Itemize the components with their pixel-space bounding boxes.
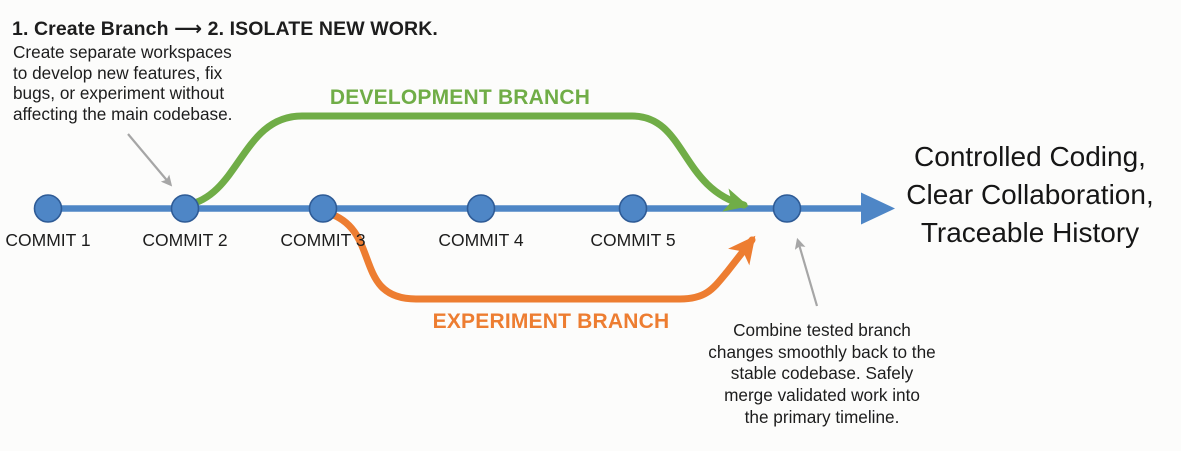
- commit-label-4: COMMIT 4: [438, 230, 524, 250]
- outcome-line: Controlled Coding,: [914, 141, 1146, 172]
- merge-annotation-line: changes smoothly back to the: [708, 341, 936, 362]
- outcome-line: Clear Collaboration,: [906, 179, 1154, 210]
- merge-annotation-line: the primary timeline.: [744, 406, 900, 427]
- outcome-text: Controlled Coding, Clear Collaboration, …: [882, 138, 1178, 252]
- outcome-line: Traceable History: [920, 217, 1140, 248]
- left-annotation-body-line: affecting the main codebase.: [13, 103, 233, 124]
- commit-node-2: [170, 194, 200, 223]
- commit-node-3: [308, 194, 338, 223]
- merge-node: [772, 194, 802, 223]
- left-annotation-body: Create separate workspaces to develop ne…: [13, 42, 232, 124]
- merge-annotation: Combine tested branch changes smoothly b…: [677, 320, 967, 429]
- development-branch-curve: [183, 112, 749, 212]
- left-annotation-body-line: Create separate workspaces: [13, 42, 232, 62]
- left-annotation-heading: 1. Create Branch ⟶ 2. ISOLATE NEW WORK.: [12, 18, 438, 40]
- pointer-arrow-merge: [794, 237, 819, 307]
- left-annotation-body-line: bugs, or experiment without: [13, 83, 225, 103]
- merge-annotation-line: stable codebase. Safely: [730, 363, 914, 384]
- experiment-branch-curve: [324, 209, 756, 303]
- merge-annotation-line: merge validated work into: [724, 385, 920, 406]
- commit-node-5: [618, 194, 648, 223]
- commit-node-4: [466, 194, 496, 223]
- commit-label-3: COMMIT 3: [280, 230, 366, 250]
- commit-label-2: COMMIT 2: [142, 230, 228, 250]
- commit-label-5: COMMIT 5: [590, 230, 676, 250]
- development-branch-label: DEVELOPMENT BRANCH: [329, 86, 591, 109]
- experiment-branch-label: EXPERIMENT BRANCH: [432, 310, 670, 333]
- commit-node-1: [33, 194, 63, 223]
- left-annotation-body-line: to develop new features, fix: [13, 62, 223, 83]
- pointer-arrow-create-branch: [127, 133, 173, 187]
- merge-annotation-line: Combine tested branch: [733, 320, 911, 340]
- timeline-arrowhead: [861, 192, 895, 225]
- commit-label-1: COMMIT 1: [5, 230, 91, 250]
